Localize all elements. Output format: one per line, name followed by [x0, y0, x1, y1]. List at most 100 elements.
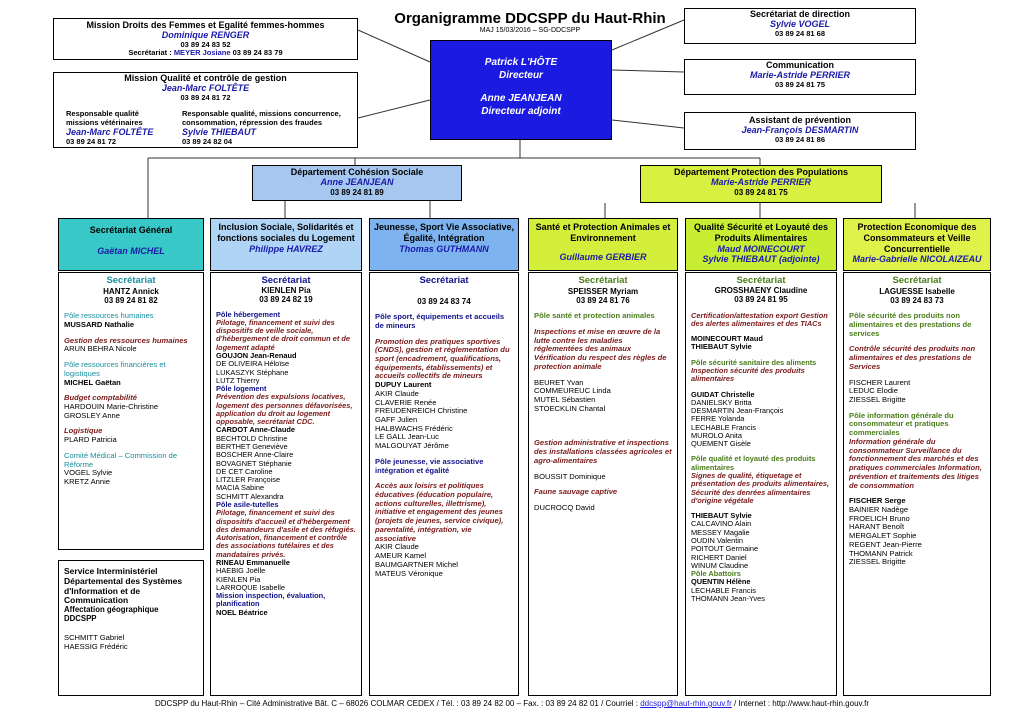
list-item: FISCHER Serge	[849, 496, 906, 506]
prevention-box: Assistant de prévention Jean-François DE…	[684, 112, 916, 150]
pole-description: Pilotage, financement et suivi des dispo…	[216, 317, 350, 352]
mission-femmes-title: Mission Droits des Femmes et Egalité fem…	[86, 20, 325, 30]
list-item: SCHMITT Alexandra	[216, 491, 284, 501]
footer-email-link[interactable]: ddcspp@haut-rhin.gouv.fr	[640, 699, 732, 708]
col6-name: Marie-Gabrielle NICOLAIZEAU	[852, 254, 982, 265]
list-item: MUTEL Sébastien	[534, 395, 596, 405]
col2-name: Philippe HAVREZ	[249, 243, 323, 254]
dept-protection-title: Département Protection des Populations	[673, 167, 849, 177]
col5-sec-name: GROSSHAENY Claudine	[714, 285, 808, 295]
comite-medical: Comité Médical – Commission de Réforme	[64, 450, 178, 469]
col1-sec-label: Secrétariat	[106, 275, 156, 286]
list-item: POITOUT Germaine	[691, 544, 759, 554]
sidsic-line: Service Interministériel	[64, 566, 158, 576]
mission-femmes-tel: 03 89 24 83 52	[180, 39, 231, 49]
list-item: MICHEL Gaëtan	[64, 377, 121, 387]
pole-sport: Pôle sport, équipements et accueils de m…	[375, 312, 505, 330]
footer-text: DDCSPP du Haut-Rhin – Cité Administrativ…	[154, 699, 641, 708]
col3-body: Secrétariat 03 89 24 83 74 Pôle sport, éq…	[369, 272, 519, 696]
directeur-name: Patrick L'HÔTE	[484, 57, 558, 68]
sidsic-line: DDCSPP	[64, 614, 97, 624]
col4-sec-label: Secrétariat	[578, 275, 628, 286]
list-item: LE GALL Jean-Luc	[375, 432, 439, 442]
mission-qualite-name: Jean-Marc FOLTÊTE	[161, 83, 250, 94]
mission-qualite-box: Mission Qualité et contrôle de gestion J…	[53, 72, 358, 148]
list-item: LUTZ Thierry	[216, 375, 260, 385]
list-item: MATEUS Véronique	[375, 568, 443, 578]
list-item: BOVAGNET Stéphanie	[216, 458, 292, 468]
mission-femmes-sec-tel: 03 89 24 83 79	[232, 48, 283, 58]
list-item: FERRE Yolanda	[691, 414, 745, 424]
sec-direction-title: Secrétariat de direction	[749, 9, 851, 19]
pole-qualite-loyaute: Pôle qualité et loyauté des produits ali…	[691, 454, 816, 472]
list-item: PLARD Patricia	[64, 435, 117, 445]
gestion-administrative: Gestion administrative et inspections de…	[534, 438, 672, 465]
pole-description: Pilotage, financement et suivi des dispo…	[216, 508, 356, 559]
list-item: COMMEUREUC Linda	[534, 386, 611, 396]
list-item: GROSLEY Anne	[64, 410, 121, 420]
list-item: GAFF Julien	[375, 415, 418, 425]
list-item: MESSEY Magalie	[691, 527, 750, 537]
qualite-vet-title: Responsable qualité missions vétérinaire…	[66, 109, 143, 127]
list-item: CALCAVINO Alain	[691, 519, 752, 529]
pole-description: Signes de qualité, étiquetage et présent…	[691, 471, 829, 505]
list-item: MOINECOURT Maud	[691, 334, 763, 344]
list-item: QUENTIN Hélène	[691, 577, 751, 587]
list-item: LUKASZYK Stéphane	[216, 367, 289, 377]
gestion-rh: Gestion des ressources humaines	[64, 335, 188, 345]
col3-sec-tel: 03 89 24 83 74	[417, 296, 471, 306]
list-item: LEDUC Elodie	[849, 386, 898, 396]
list-item: GUIDAT Christelle	[691, 389, 755, 399]
col2-sec-name: KIENLEN Pia	[261, 285, 311, 295]
col5-title: Qualité Sécurité et Loyauté des Produits…	[693, 222, 829, 243]
list-item: REGENT Jean-Pierre	[849, 539, 922, 549]
list-item: OUDIN Valentin	[691, 536, 744, 545]
col-jeunesse-head: Jeunesse, Sport Vie Associative, Égalité…	[369, 218, 519, 271]
pole-description: Prévention des expulsions locatives, log…	[216, 392, 353, 427]
col2-title: Inclusion Sociale, Solidarités et foncti…	[217, 222, 355, 243]
budget: Budget comptabilité	[64, 393, 137, 403]
list-item: DUPUY Laurent	[375, 380, 432, 390]
col5-sec-label: Secrétariat	[736, 275, 786, 286]
communication-tel: 03 89 24 81 75	[774, 79, 826, 89]
col6-title: Protection Economique des Consommateurs …	[857, 222, 977, 254]
list-item: MUSSARD Nathalie	[64, 320, 135, 330]
col3-sec-label: Secrétariat	[419, 275, 469, 286]
list-item: THIEBAUT Sylvie	[691, 511, 752, 521]
col4-title: Santé et Protection Animales et Environn…	[535, 222, 671, 243]
list-item: DESMARTIN Jean-François	[691, 406, 784, 416]
list-item: FREUDENREICH Christine	[375, 406, 468, 416]
list-item: BAUMGARTNER Michel	[375, 559, 458, 569]
list-item: LECHABLE Francis	[691, 585, 756, 595]
pole-rh: Pôle ressources humaines	[64, 311, 154, 321]
communication-name: Marie-Astride PERRIER	[749, 70, 851, 81]
col1-sec-tel: 03 89 24 81 82	[104, 296, 158, 306]
qualite-vet-name: Jean-Marc FOLTÊTE	[66, 127, 154, 138]
qualite-conso-name: Sylvie THIEBAUT	[182, 127, 257, 138]
mission-qualite-tel: 03 89 24 81 72	[180, 92, 231, 102]
dept-protection-name: Marie-Astride PERRIER	[710, 177, 812, 188]
col3-name: Thomas GUTHMANN	[399, 243, 489, 254]
list-item: MALGOUYAT Jérôme	[375, 441, 449, 451]
list-item: RICHERT Daniel	[691, 552, 747, 562]
sidsic-line: Départemental des Systèmes	[64, 575, 183, 586]
list-item: DE CET Caroline	[216, 466, 273, 476]
list-item: ARUN BEHRA Nicole	[64, 344, 137, 354]
list-item: HALBWACHS Frédéric	[375, 423, 453, 433]
page-title: Organigramme DDCSPP du Haut-Rhin	[394, 10, 666, 27]
list-item: AKIR Claude	[375, 542, 419, 552]
sidsic-line: Affectation géographique	[64, 605, 159, 615]
pole-description: Inspections et mise en œuvre de la lutte…	[534, 327, 667, 371]
col1-name: Gaëtan MICHEL	[97, 245, 165, 256]
sidsic-line: Communication	[64, 595, 129, 606]
dept-cohesion-tel: 03 89 24 81 89	[330, 187, 384, 197]
footer: DDCSPP du Haut-Rhin – Cité Administrativ…	[0, 699, 1024, 708]
faune-sauvage: Faune sauvage captive	[534, 487, 618, 497]
col3-title: Jeunesse, Sport Vie Associative, Égalité…	[373, 222, 515, 243]
list-item: QUEMENT Gisèle	[691, 439, 751, 449]
col5-sec-tel: 03 89 24 81 95	[734, 294, 788, 304]
list-item: LARROQUE Isabelle	[216, 582, 286, 592]
list-item: HARANT Benoît	[849, 522, 905, 532]
